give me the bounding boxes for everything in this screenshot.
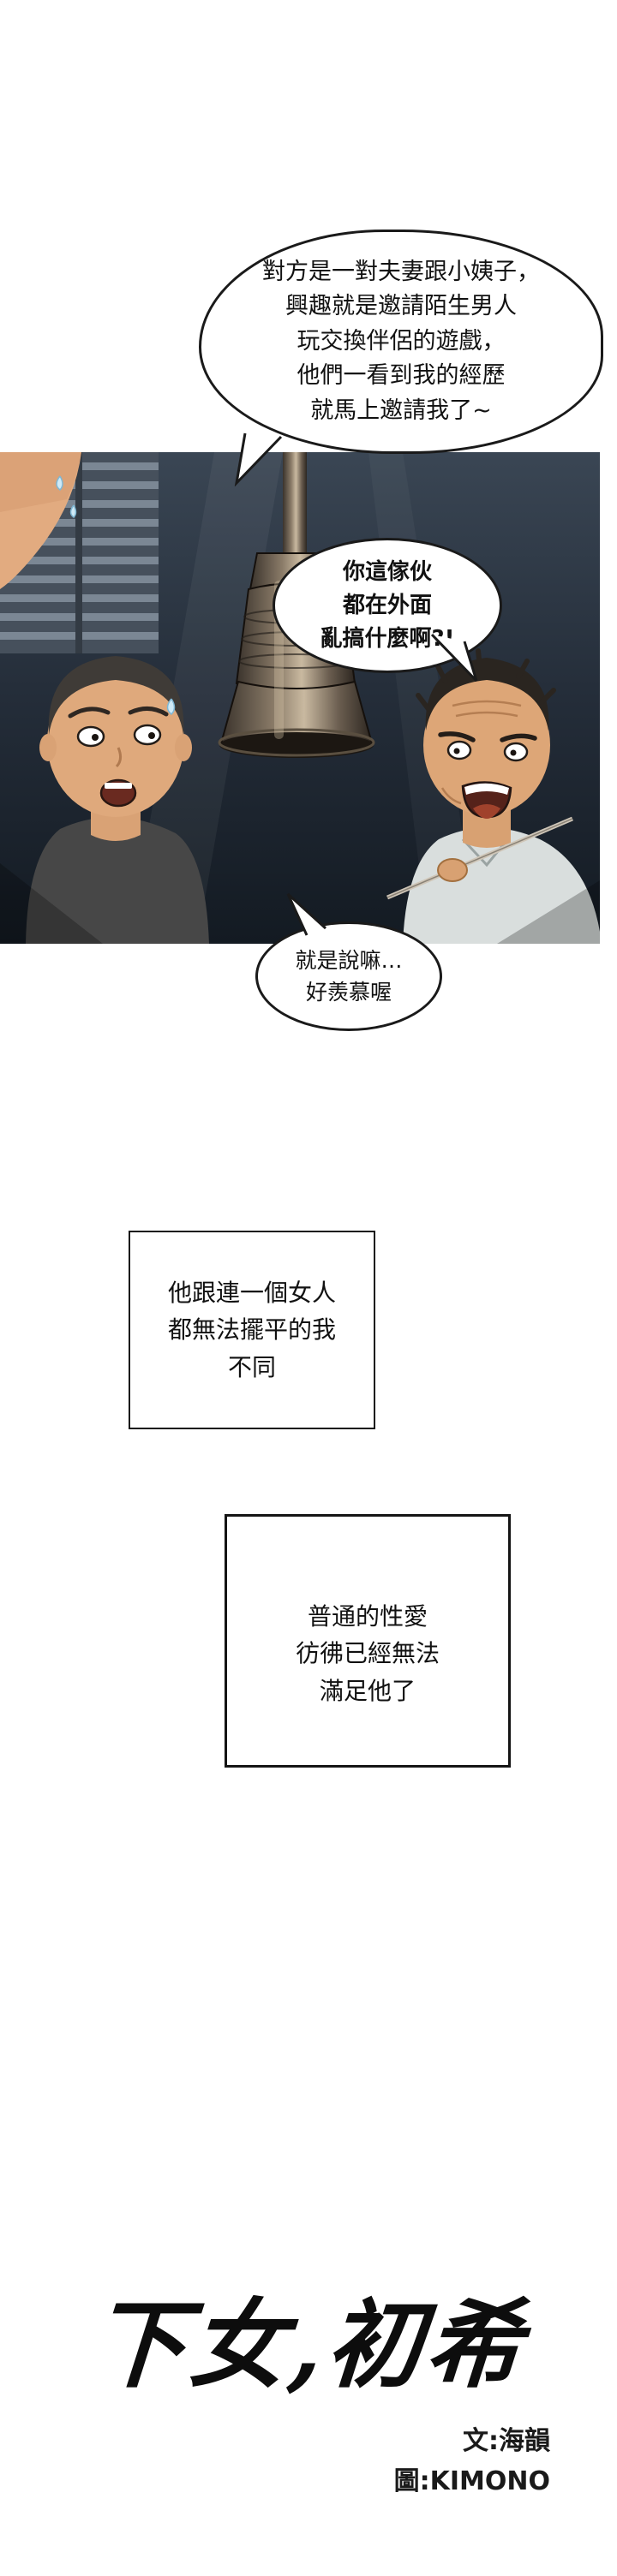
speech-bubble-envy: 就是說嘛… 好羨慕喔: [255, 921, 442, 1031]
caption-line: 不同: [227, 1352, 276, 1381]
bystander-arm: [0, 452, 81, 589]
bubble-line: 就馬上邀請我了~: [310, 397, 492, 424]
bubble-line: 對方是一對夫妻跟小姨子，: [262, 258, 540, 285]
bubble-tail-icon: [430, 633, 478, 683]
panel-illustration: [0, 452, 600, 944]
caption-box-1: 他跟連一個女人 都無法擺平的我 不同: [129, 1231, 375, 1429]
speech-bubble-top: 對方是一對夫妻跟小姨子， 興趣就是邀請陌生男人 玩交換伴侶的遊戲， 他們一看到我…: [199, 230, 603, 454]
series-title: 下女,初希: [87, 2289, 530, 2401]
bubble-tail-icon: [286, 892, 327, 936]
bubble-line: 亂搞什麼啊?!: [320, 625, 455, 652]
bubble-line: 玩交換伴侶的遊戲，: [297, 327, 506, 355]
caption-box-2: 普通的性愛 彷彿已經無法 滿足他了: [225, 1514, 511, 1768]
speech-bubble-shout-text: 你這傢伙 都在外面 亂搞什麼啊?!: [320, 556, 455, 656]
right-man: [386, 648, 600, 944]
sweat-drop-icon: [69, 504, 77, 518]
speech-bubble-top-text: 對方是一對夫妻跟小姨子， 興趣就是邀請陌生男人 玩交換伴侶的遊戲， 他們一看到我…: [262, 255, 540, 429]
bubble-line: 興趣就是邀請陌生男人: [285, 293, 517, 320]
bubble-line: 好羨慕喔: [305, 980, 392, 1005]
comic-panel: [0, 452, 600, 944]
caption-line: 他跟連一個女人: [167, 1278, 336, 1307]
bubble-line: 都在外面: [342, 592, 432, 618]
left-man: [26, 656, 209, 944]
credits: 文:海韻 圖:KIMONO: [394, 2422, 550, 2501]
caption-line: 滿足他了: [319, 1676, 416, 1705]
speech-bubble-envy-text: 就是說嘛… 好羨慕喔: [295, 945, 402, 1009]
sweat-drop-icon: [56, 475, 63, 491]
bubble-line: 他們一看到我的經歷: [297, 362, 506, 390]
bubble-line: 你這傢伙: [342, 558, 432, 585]
hand: [437, 858, 468, 882]
bubble-line: 就是說嘛…: [295, 947, 403, 973]
caption-line: 彷彿已經無法: [295, 1639, 440, 1668]
sweat-drop-icon: [166, 698, 176, 715]
credit-writer: 文:海韻: [463, 2426, 550, 2456]
caption-line: 普通的性愛: [307, 1601, 428, 1631]
caption-line: 都無法擺平的我: [167, 1315, 336, 1345]
credit-artist: 圖:KIMONO: [393, 2466, 550, 2496]
bubble-tail-icon: [234, 430, 283, 486]
